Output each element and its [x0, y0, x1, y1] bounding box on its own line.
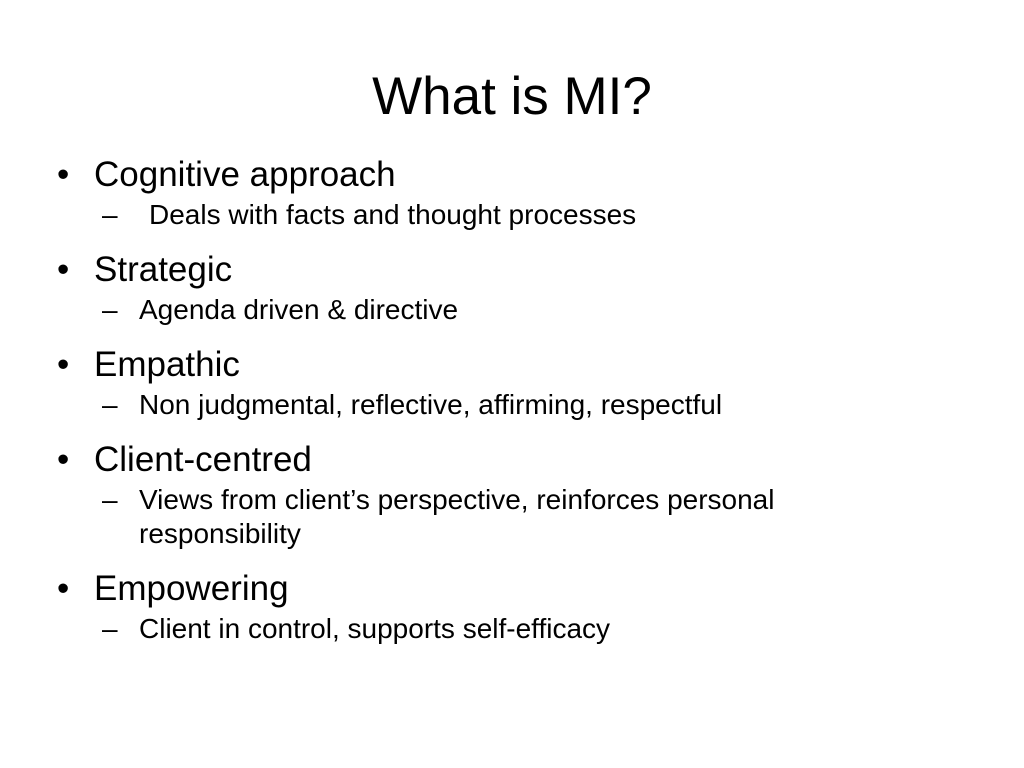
bullet-marker: •: [57, 440, 70, 479]
sub-marker: –: [102, 294, 118, 325]
bullet-item-empowering: • Empowering – Client in control, suppor…: [57, 566, 957, 646]
bullet-text: Strategic: [94, 250, 233, 289]
sub-list: – Non judgmental, reflective, affirming,…: [94, 388, 957, 422]
bullet-item-cognitive-approach: • Cognitive approach – Deals with facts …: [57, 152, 957, 232]
sub-list: – Views from client’s perspective, reinf…: [94, 483, 957, 551]
bullet-marker: •: [57, 569, 70, 608]
sub-item: – Deals with facts and thought processes: [94, 198, 957, 232]
sub-list: – Client in control, supports self-effic…: [94, 612, 957, 646]
bullet-text: Client-centred: [94, 440, 312, 479]
bullet-marker: •: [57, 155, 70, 194]
sub-text: Non judgmental, reflective, affirming, r…: [139, 389, 723, 420]
sub-text: Client in control, supports self-efficac…: [139, 613, 611, 644]
sub-item: – Non judgmental, reflective, affirming,…: [94, 388, 957, 422]
sub-item: – Client in control, supports self-effic…: [94, 612, 957, 646]
sub-marker: –: [102, 199, 118, 230]
sub-text: Deals with facts and thought processes: [149, 199, 637, 230]
sub-marker: –: [102, 613, 118, 644]
bullet-text: Empowering: [94, 569, 289, 608]
bullet-text: Empathic: [94, 345, 240, 384]
bullet-item-empathic: • Empathic – Non judgmental, reflective,…: [57, 342, 957, 422]
sub-item: – Views from client’s perspective, reinf…: [94, 483, 919, 551]
sub-marker: –: [102, 389, 118, 420]
bullet-text: Cognitive approach: [94, 155, 396, 194]
sub-marker: –: [102, 484, 118, 515]
bullet-list: • Cognitive approach – Deals with facts …: [57, 152, 957, 661]
sub-list: – Agenda driven & directive: [94, 293, 957, 327]
sub-text: Agenda driven & directive: [139, 294, 459, 325]
sub-list: – Deals with facts and thought processes: [94, 198, 957, 232]
bullet-marker: •: [57, 345, 70, 384]
bullet-marker: •: [57, 250, 70, 289]
sub-item: – Agenda driven & directive: [94, 293, 957, 327]
slide-title: What is MI?: [372, 67, 652, 126]
bullet-item-strategic: • Strategic – Agenda driven & directive: [57, 247, 957, 327]
bullet-item-client-centred: • Client-centred – Views from client’s p…: [57, 437, 957, 551]
sub-text: Views from client’s perspective, reinfor…: [139, 484, 775, 549]
